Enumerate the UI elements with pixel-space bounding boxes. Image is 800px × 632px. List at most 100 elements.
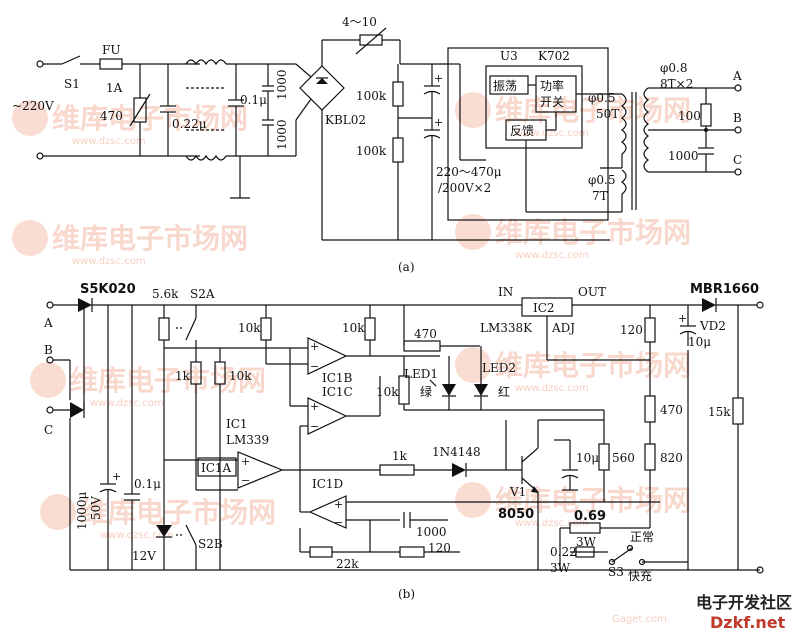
- resistor-560: [598, 443, 610, 471]
- watermark-brand: 维库电子市场网: [495, 349, 691, 382]
- watermark-url: www.dzsc.com: [72, 256, 146, 267]
- svg-text:+: +: [334, 498, 343, 511]
- r560-label: 560: [612, 451, 635, 465]
- ic2-adj: ADJ: [551, 321, 575, 335]
- out-c: C: [733, 153, 742, 167]
- ic2-label: IC2: [533, 301, 555, 315]
- r470-b-label: 470: [660, 403, 683, 417]
- cap-1000b: 1000: [275, 119, 289, 150]
- svg-text:−: −: [310, 360, 319, 373]
- r15k-label: 15k: [708, 405, 731, 419]
- watermark-brand: 维库电子市场网: [495, 484, 691, 517]
- resistor-5.6k: [158, 317, 170, 341]
- resistor-470: [644, 395, 656, 423]
- watermark-brand: 维库电子市场网: [70, 364, 266, 397]
- ic1a-label: IC1A: [201, 461, 232, 475]
- in-a: A: [43, 316, 53, 330]
- ic1-label: IC1: [226, 417, 248, 431]
- resistor-100: [700, 103, 712, 127]
- choke-bottom: [185, 154, 227, 161]
- block-fb-label: 反馈: [510, 124, 534, 138]
- main-caps-rating: /200V×2: [438, 181, 491, 195]
- rs1-w: 3W: [576, 535, 597, 549]
- ic1a-tag: [197, 457, 237, 477]
- svg-text:+: +: [112, 470, 121, 483]
- resistor-15k: [732, 397, 744, 425]
- comparator-ic1c: [307, 397, 348, 435]
- rs1-label: 0.69: [574, 509, 606, 524]
- led2: [474, 384, 488, 396]
- terminal: [36, 152, 44, 160]
- y-cap-label: 0.1μ: [240, 93, 267, 107]
- resistor-10k: [364, 317, 376, 341]
- rs2-label: 0.22: [550, 545, 577, 559]
- resistor-820: [644, 443, 656, 471]
- resistor-10k: [260, 317, 272, 341]
- q-label: V1: [509, 485, 526, 499]
- diode-1n4148: [452, 463, 466, 477]
- led2-label: LED2: [482, 361, 516, 375]
- resistor-100k: [392, 81, 404, 107]
- r120-label: 120: [620, 323, 643, 337]
- d-in-label: S5K020: [80, 282, 136, 297]
- s3-label: S3: [608, 565, 624, 579]
- in-c: C: [44, 423, 53, 437]
- x-cap-label: 0.22μ: [172, 117, 207, 131]
- switch-s1: [61, 55, 81, 65]
- svg-text:+: +: [434, 72, 443, 85]
- resistor-22k: [309, 546, 333, 558]
- diode-mbr1660: [702, 298, 716, 312]
- cap-1000a: 1000: [275, 69, 289, 100]
- primary-winding: [621, 93, 627, 155]
- aux-turns: 7T: [592, 189, 608, 203]
- watermark-brand: 维库电子市场网: [52, 222, 248, 255]
- caption-a: (a): [398, 260, 415, 274]
- vd2-label: VD2: [699, 319, 726, 333]
- ic2-part: LM338K: [480, 321, 533, 335]
- diode-c: [70, 402, 84, 418]
- zener-diode: [156, 525, 172, 537]
- ic1d-label: IC1D: [312, 477, 343, 491]
- terminal: [36, 60, 44, 68]
- s1-label: S1: [64, 77, 80, 91]
- r2-label: 100k: [356, 144, 387, 158]
- ic-u3-part: K702: [538, 49, 570, 63]
- footer-brand: 电子开发社区 Dzkf.net Gaget.com: [612, 593, 792, 632]
- aux-winding: [621, 169, 627, 195]
- shunt-0.22: [575, 546, 595, 558]
- watermark-url: www.dzsc.com: [515, 250, 589, 261]
- svg-text:+: +: [678, 312, 687, 325]
- ic1b-label: IC1B: [322, 371, 353, 385]
- ic2-in: IN: [498, 285, 513, 299]
- switch-s2b: [185, 524, 197, 546]
- resistor-120: [644, 317, 656, 343]
- secondary-turns: 8T×2: [660, 77, 693, 91]
- watermark-url: www.dzsc.com: [515, 383, 589, 394]
- comparator-ic1d: [308, 495, 347, 529]
- c10u-b-label: 10μ: [576, 451, 599, 465]
- mode-fast: 快充: [628, 568, 652, 583]
- block-pwr-label1: 功率: [540, 78, 564, 93]
- r56-label: 5.6k: [152, 287, 179, 301]
- c1000-label: 1000: [416, 525, 447, 539]
- fuse: [99, 58, 123, 70]
- ntc-resistor: [359, 34, 383, 46]
- diode-s5k020: [78, 298, 92, 312]
- d1-label: 1N4148: [432, 445, 481, 459]
- fuse-label: FU: [102, 43, 120, 57]
- r10k-c-label: 10k: [229, 369, 252, 383]
- footer-site-en: Dzkf.net: [710, 613, 786, 632]
- svg-text:+: +: [241, 455, 250, 468]
- comparator-ic1a: [237, 451, 284, 489]
- ic2-out: OUT: [578, 285, 606, 299]
- fuse-rating: 1A: [106, 81, 123, 95]
- resistor-470: [403, 340, 441, 352]
- main-caps-label: 220～470μ: [436, 165, 502, 179]
- svg-text:−: −: [241, 474, 250, 487]
- c10u-label: 10μ: [688, 335, 711, 349]
- led2-color: 红: [498, 384, 510, 399]
- r1-label: 100k: [356, 89, 387, 103]
- block-osc-label: 振荡: [493, 79, 517, 93]
